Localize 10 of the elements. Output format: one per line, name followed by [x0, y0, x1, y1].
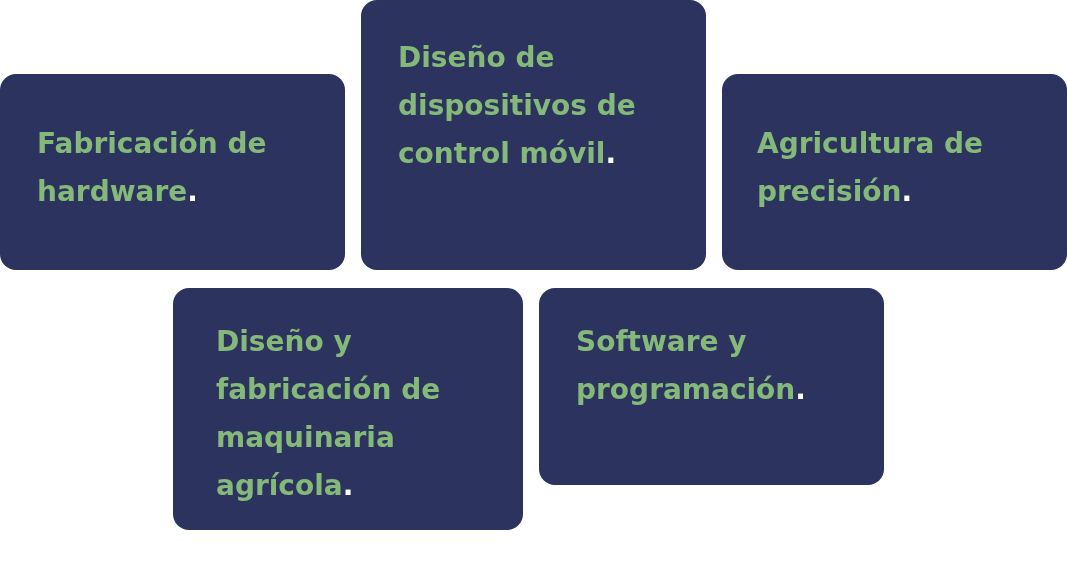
service-card	[0, 74, 345, 270]
card-title: Software y programación.	[576, 324, 807, 408]
service-card	[361, 0, 706, 270]
service-card	[539, 288, 884, 485]
card-title: Agricultura de precisión.	[757, 126, 985, 210]
card-title: Diseño y fabricación de maquinaria agrícola.	[216, 324, 442, 504]
card-title: Diseño de dispositivos de control móvil.	[398, 40, 637, 172]
service-card	[722, 74, 1067, 270]
service-card	[173, 288, 523, 530]
card-title: Fabricación de hardware.	[37, 126, 268, 210]
